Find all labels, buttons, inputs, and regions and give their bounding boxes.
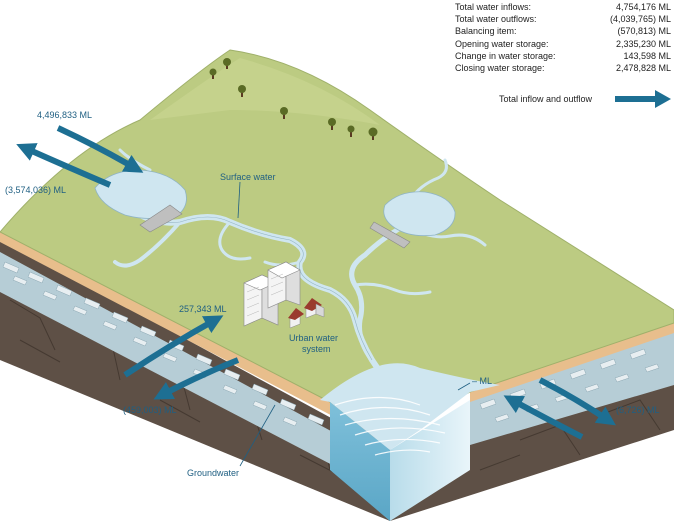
surface-water-label: Surface water: [220, 172, 276, 182]
urban-inflow-label: 257,343 ML: [179, 304, 227, 314]
legend-label: Total inflow and outflow: [499, 94, 592, 104]
summary-value: 143,598 ML: [623, 50, 671, 62]
summary-row: Balancing item: (570,813) ML: [455, 25, 671, 37]
ocean-outflow-label: (6,726) ML: [616, 405, 660, 415]
summary-label: Closing water storage:: [455, 62, 545, 74]
summary-value: (4,039,765) ML: [610, 13, 671, 25]
surface-outflow-label: (3,574,036) ML: [5, 185, 66, 195]
summary-row: Opening water storage: 2,335,230 ML: [455, 38, 671, 50]
summary-label: Balancing item:: [455, 25, 517, 37]
summary-label: Opening water storage:: [455, 38, 549, 50]
summary-value: 2,478,828 ML: [616, 62, 671, 74]
summary-label: Total water outflows:: [455, 13, 537, 25]
urban-water-label-line2: system: [302, 344, 331, 354]
summary-row: Change in water storage: 143,598 ML: [455, 50, 671, 62]
summary-value: (570,813) ML: [617, 25, 671, 37]
surface-inflow-label: 4,496,833 ML: [37, 110, 92, 120]
summary-row: Total water inflows: 4,754,176 ML: [455, 1, 671, 13]
urban-outflow-label: (459,003) ML: [123, 405, 177, 415]
summary-label: Change in water storage:: [455, 50, 556, 62]
summary-label: Total water inflows:: [455, 1, 531, 13]
summary-row: Total water outflows: (4,039,765) ML: [455, 13, 671, 25]
legend: Total inflow and outflow: [499, 88, 671, 110]
legend-arrow-icon: [615, 90, 671, 108]
summary-value: 2,335,230 ML: [616, 38, 671, 50]
ocean-inflow-label: – ML: [472, 376, 492, 386]
summary-row: Closing water storage: 2,478,828 ML: [455, 62, 671, 74]
summary-value: 4,754,176 ML: [616, 1, 671, 13]
groundwater-label: Groundwater: [187, 468, 239, 478]
urban-water-label-line1: Urban water: [289, 333, 338, 343]
water-balance-summary: Total water inflows: 4,754,176 ML Total …: [455, 1, 671, 74]
